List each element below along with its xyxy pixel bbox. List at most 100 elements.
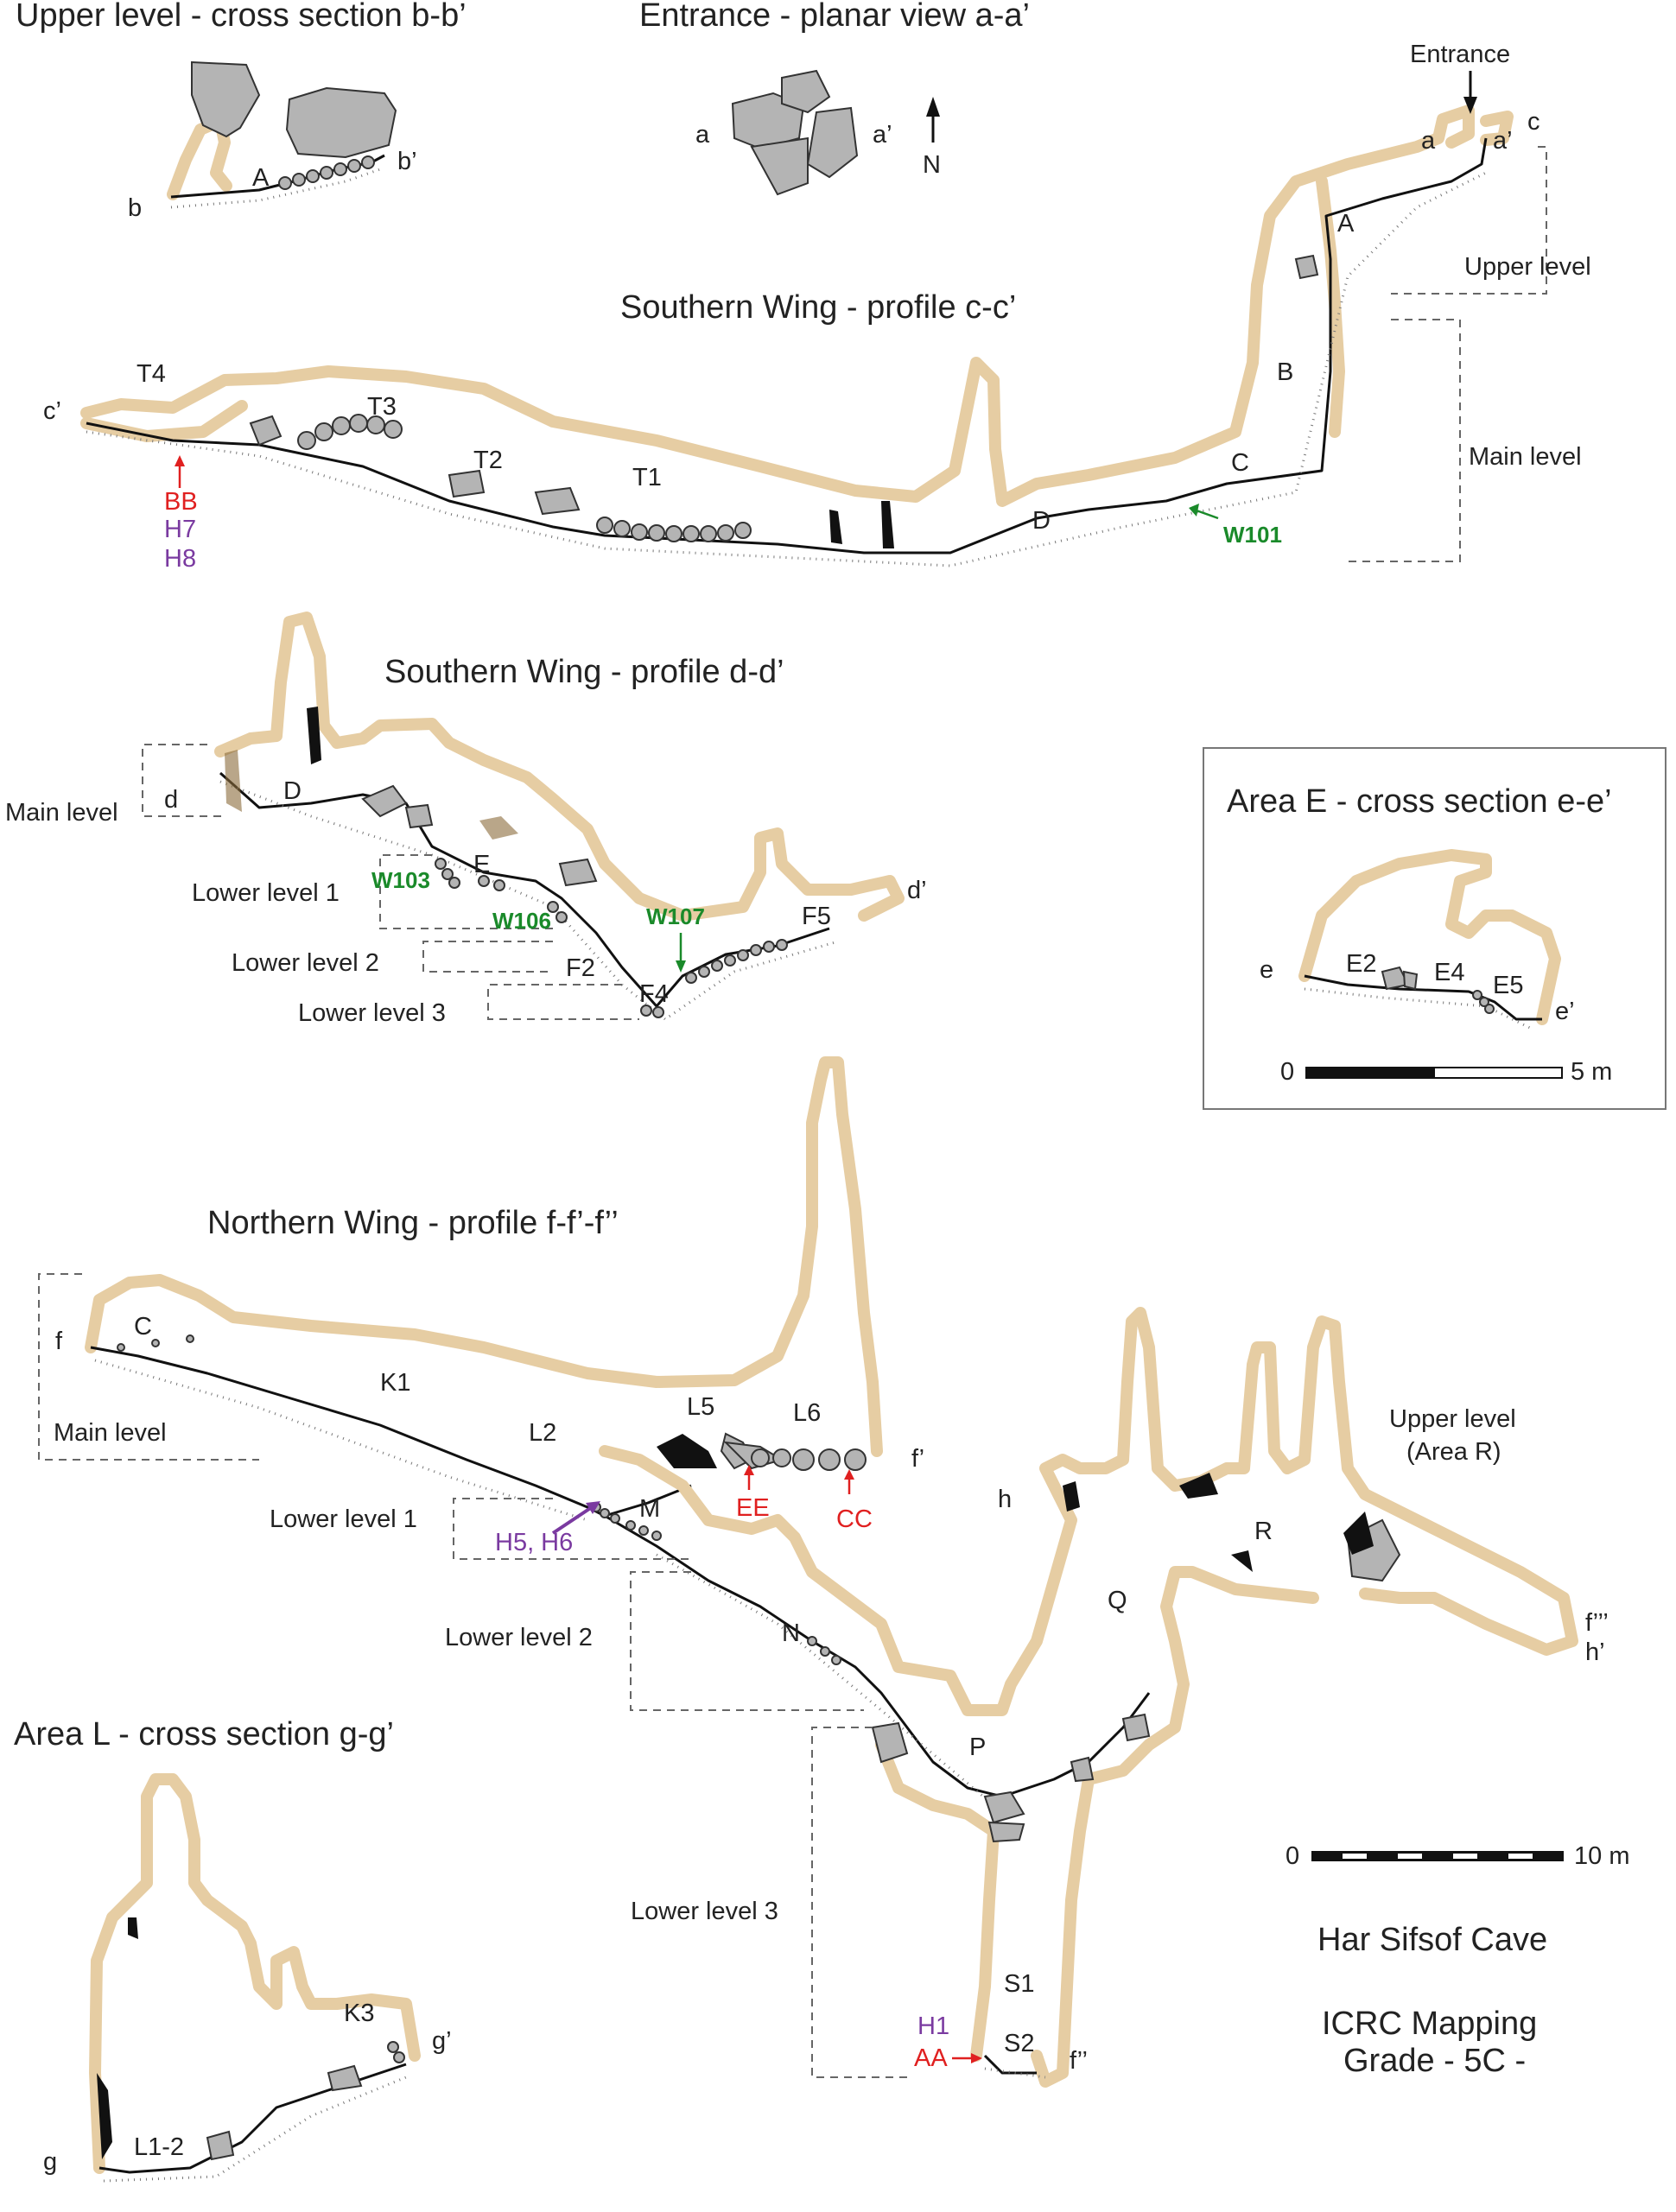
mark-a-prime-section: a’ — [1493, 127, 1513, 155]
level-lower2-ff: Lower level 2 — [445, 1624, 593, 1651]
north-label: N — [923, 151, 941, 179]
mark-a-section: a — [1421, 127, 1436, 155]
scale-small-zero: 0 — [1280, 1058, 1294, 1086]
sample-h5-h6: H5, H6 — [495, 1529, 573, 1556]
scale-large-bar — [1311, 1851, 1564, 1861]
label-area-l1-2: L1-2 — [134, 2133, 184, 2161]
label-area-f5: F5 — [802, 903, 831, 930]
scale-large-end: 10 m — [1574, 1842, 1629, 1870]
label-area-s2: S2 — [1004, 2030, 1034, 2057]
section-entrance-aa: a a’ N — [695, 69, 941, 196]
level-lower3-ff: Lower level 3 — [631, 1898, 778, 1925]
mark-e-prime: e’ — [1555, 998, 1575, 1025]
credit-cave-name: Har Sifsof Cave — [1317, 1922, 1547, 1958]
label-area-k3: K3 — [344, 2000, 374, 2027]
mark-h: h — [998, 1486, 1012, 1513]
title-north-ff: Northern Wing - profile f-f’-f’’ — [207, 1205, 619, 1241]
level-lower1-ff: Lower level 1 — [270, 1505, 417, 1533]
label-area-e2: E2 — [1346, 950, 1376, 978]
mark-c: c — [1527, 108, 1540, 136]
entrance-arrow-icon — [1463, 97, 1477, 114]
mark-g-prime: g’ — [432, 2027, 452, 2055]
entrance-label: Entrance — [1410, 41, 1510, 68]
label-area-k1: K1 — [380, 1369, 410, 1397]
label-area-a-upper: A — [252, 164, 270, 192]
mark-f-prime: f’ — [911, 1445, 924, 1473]
level-lower3-dd: Lower level 3 — [298, 999, 446, 1027]
sample-w101: W101 — [1223, 522, 1282, 548]
label-area-s1: S1 — [1004, 1970, 1034, 1998]
level-upper-cc: Upper level — [1464, 253, 1591, 281]
label-area-t3: T3 — [367, 393, 397, 421]
scale-large-zero: 0 — [1286, 1842, 1299, 1870]
scale-small-bar-light — [1433, 1067, 1563, 1079]
section-upper-bb: A b b’ — [128, 60, 417, 222]
section-area-e: Area E - cross section e-e’ E2 E4 E5 e e… — [1203, 747, 1666, 1110]
sample-ee: EE — [736, 1494, 770, 1522]
title-area-e: Area E - cross section e-e’ — [1227, 783, 1612, 820]
label-area-q: Q — [1108, 1587, 1127, 1614]
label-area-m: M — [639, 1495, 660, 1523]
sample-h1: H1 — [917, 2012, 949, 2040]
mark-a-prime-plan: a’ — [873, 121, 892, 149]
sample-h7: H7 — [164, 516, 196, 543]
sample-w106: W106 — [492, 908, 551, 934]
sample-w103: W103 — [371, 867, 430, 893]
sample-bb: BB — [164, 488, 198, 516]
section-north-ff: C K1 L2 L5 L6 M N P Q R S1 S2 f f’ f’’ f… — [38, 1056, 1609, 2088]
mark-c-prime: c’ — [43, 397, 61, 425]
label-area-n: N — [782, 1619, 800, 1647]
sample-aa: AA — [914, 2044, 948, 2072]
label-area-b: B — [1277, 358, 1293, 386]
label-area-d-dd: D — [283, 777, 302, 805]
title-south-cc: Southern Wing - profile c-c’ — [620, 289, 1016, 326]
mark-d-prime: d’ — [907, 877, 927, 904]
level-upper-r-line1: Upper level — [1389, 1405, 1516, 1433]
label-area-p: P — [969, 1733, 986, 1761]
mark-h-prime: h’ — [1585, 1638, 1605, 1666]
scale-bar-large: 0 10 m — [1286, 1842, 1629, 1870]
level-lower1-dd: Lower level 1 — [192, 879, 340, 907]
title-area-l: Area L - cross section g-g’ — [14, 1716, 394, 1752]
mark-f-double-prime: f’’ — [1070, 2047, 1088, 2075]
sample-cc: CC — [836, 1505, 873, 1533]
label-area-l2: L2 — [529, 1419, 556, 1447]
label-area-l5: L5 — [687, 1393, 714, 1421]
label-area-f2: F2 — [566, 954, 595, 982]
scale-small-end: 5 m — [1571, 1058, 1612, 1086]
label-area-l6: L6 — [793, 1399, 821, 1427]
label-area-f4: F4 — [639, 980, 669, 1008]
sample-h8: H8 — [164, 545, 196, 573]
credit-grade: Grade - 5C - — [1343, 2043, 1526, 2079]
title-entrance-aa: Entrance - planar view a-a’ — [639, 0, 1030, 34]
label-area-t1: T1 — [632, 464, 662, 491]
scale-small-bar-dark — [1305, 1067, 1435, 1079]
label-area-t4: T4 — [136, 360, 166, 388]
label-area-c-ff: C — [134, 1313, 152, 1341]
mark-b-prime: b’ — [397, 148, 417, 175]
label-area-e: E — [473, 851, 490, 878]
title-south-dd: Southern Wing - profile d-d’ — [384, 654, 784, 690]
mark-g: g — [43, 2148, 57, 2176]
section-south-dd: D E F5 F2 F4 d d’ Main level Lower level… — [5, 612, 927, 1027]
mark-f-triple-prime: f’’’ — [1585, 1609, 1609, 1637]
label-area-a-main: A — [1337, 210, 1355, 238]
credit-mapping: ICRC Mapping — [1322, 2006, 1537, 2042]
label-area-e5: E5 — [1493, 972, 1523, 999]
level-lower2-dd: Lower level 2 — [232, 949, 379, 977]
level-main-ff: Main level — [54, 1419, 167, 1447]
mark-e: e — [1260, 956, 1273, 984]
title-upper-bb: Upper level - cross section b-b’ — [16, 0, 467, 34]
label-area-d-cc: D — [1032, 507, 1051, 535]
label-area-r: R — [1254, 1518, 1273, 1545]
area-e-frame — [1203, 747, 1666, 1110]
mark-f: f — [55, 1328, 63, 1355]
sample-w107: W107 — [646, 903, 705, 929]
mark-d: d — [164, 786, 178, 814]
level-main-cc: Main level — [1469, 443, 1582, 471]
section-south-cc: T4 T3 T2 T1 D C B A a a’ c’ c Entrance U… — [43, 41, 1591, 573]
mark-a-plan: a — [695, 121, 710, 149]
level-main-dd: Main level — [5, 799, 118, 827]
label-area-c-cc: C — [1231, 449, 1249, 477]
